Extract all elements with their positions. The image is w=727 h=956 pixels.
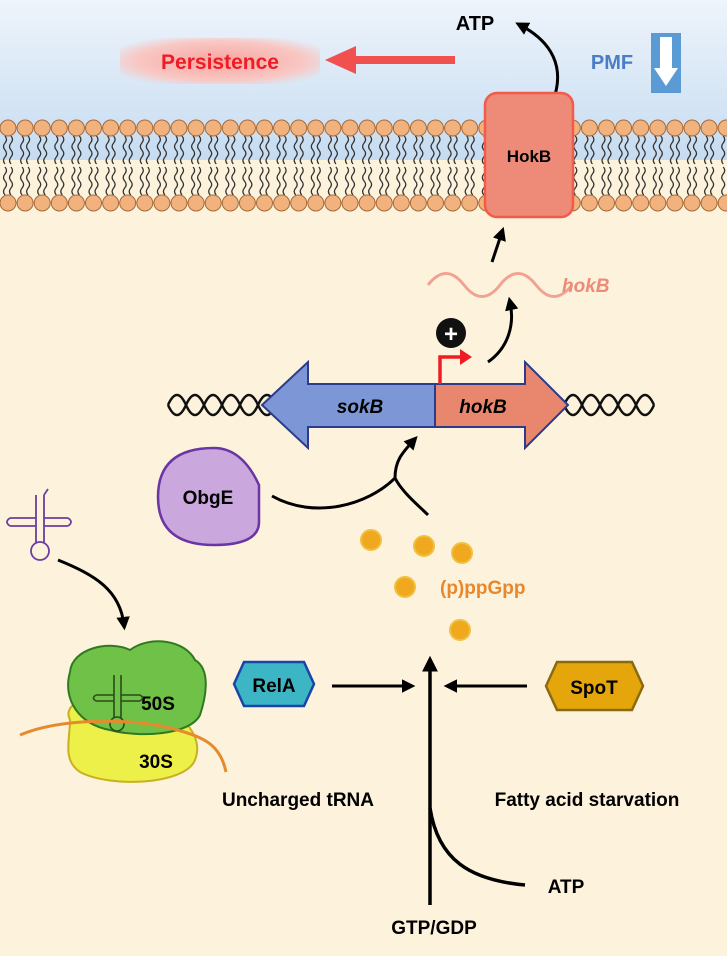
persistence-glow xyxy=(120,38,320,84)
hokb-protein-label: HokB xyxy=(507,147,551,166)
persistence-label: Persistence xyxy=(161,51,279,74)
promoter-arrowhead xyxy=(460,349,472,365)
hokb-gene-label: hokB xyxy=(459,397,507,418)
activation-plus-icon xyxy=(436,318,466,348)
promoter-arrow xyxy=(438,355,462,384)
cytoplasm-space xyxy=(0,160,727,951)
rela-label: RelA xyxy=(252,676,296,697)
ribosome-50s-label: 50S xyxy=(141,694,175,715)
hokb-gene xyxy=(434,359,570,451)
obge-label: ObgE xyxy=(183,488,234,509)
rela-protein xyxy=(232,660,316,708)
ppgpp-molecules xyxy=(360,529,473,641)
atp-release-arrow xyxy=(515,22,560,96)
atp-input-curve xyxy=(428,807,526,887)
ribosome-30s-label: 30S xyxy=(139,752,173,773)
hokb-mrna-label: hokB xyxy=(562,276,610,297)
trna-icon xyxy=(6,488,72,561)
spot-protein xyxy=(544,660,645,712)
obge-protein xyxy=(156,446,261,547)
persistence-arrow xyxy=(325,46,455,74)
plus-sign: + xyxy=(444,321,458,348)
obge-ppgpp-arrow xyxy=(271,436,418,510)
dna-helix-left xyxy=(166,393,278,417)
ribosome-mrna xyxy=(19,719,228,773)
ribosome-50s xyxy=(67,640,207,736)
atp-bottom-label: ATP xyxy=(548,877,585,898)
dna-helix-right xyxy=(562,393,656,417)
hokb-protein xyxy=(483,91,575,219)
translation-arrow xyxy=(490,226,506,263)
ppgpp-label: (p)ppGpp xyxy=(440,578,525,599)
uncharged-trna-label: Uncharged tRNA xyxy=(222,790,374,811)
ppgpp-to-gene-line xyxy=(393,477,430,517)
gtp-gdp-label: GTP/GDP xyxy=(391,918,477,939)
ribosome-trna-icon xyxy=(92,675,144,732)
fatty-acid-starvation-label: Fatty acid starvation xyxy=(495,790,680,811)
sokb-gene-label: sokB xyxy=(337,397,384,418)
spot-label: SpoT xyxy=(570,678,618,699)
atp-top-label: ATP xyxy=(456,13,495,35)
pmf-label: PMF xyxy=(591,52,633,74)
trna-binding-arrow xyxy=(57,558,130,631)
pmf-down-arrow-icon xyxy=(654,37,678,86)
hokb-mrna-wave xyxy=(426,272,574,298)
transcription-arrow xyxy=(487,296,519,364)
